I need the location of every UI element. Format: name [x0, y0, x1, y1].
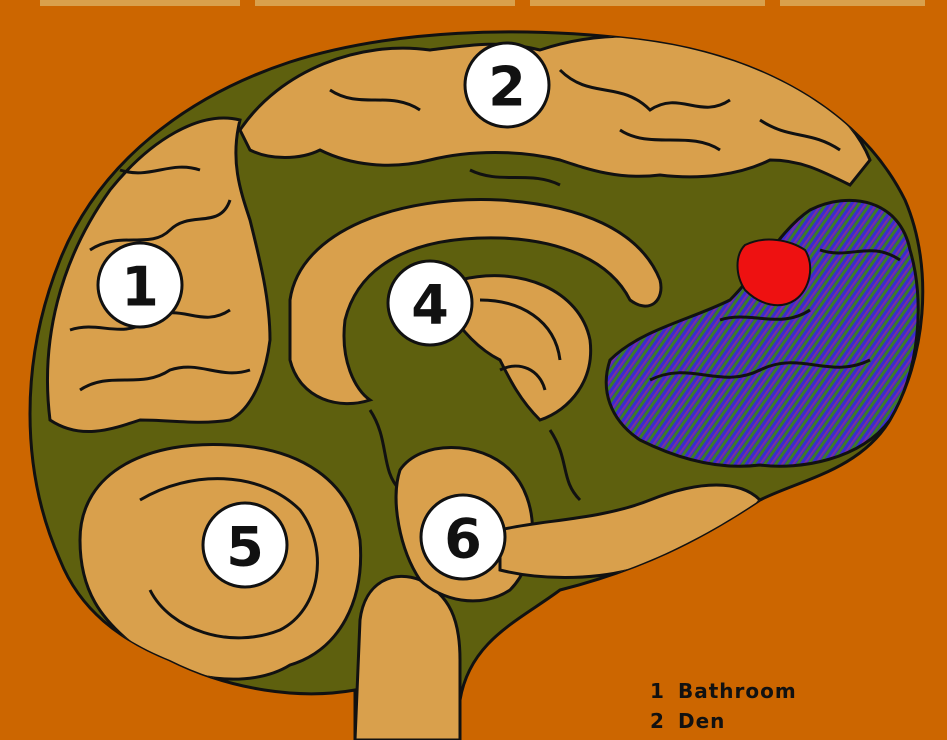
legend-item: 1 Bathroom [650, 676, 797, 706]
corpus-callosum [288, 198, 663, 406]
region-marker-5: 5 [201, 501, 289, 589]
legend-item: 2 Den [650, 706, 797, 736]
highlight-red-area [736, 238, 812, 307]
legend-number: 2 [650, 709, 665, 733]
legend-number: 1 [650, 679, 665, 703]
svg-text:1: 1 [121, 256, 159, 319]
top-strip [780, 0, 925, 6]
top-strip [530, 0, 765, 6]
top-strip [255, 0, 515, 6]
brainstem [353, 574, 462, 740]
occipital-striped-region [604, 198, 920, 468]
svg-text:5: 5 [226, 516, 264, 579]
svg-text:6: 6 [444, 508, 482, 571]
legend-text: Den [678, 709, 726, 733]
region-marker-1: 1 [96, 241, 184, 329]
svg-text:4: 4 [411, 274, 449, 337]
region-marker-4: 4 [386, 259, 474, 347]
legend-text: Bathroom [678, 679, 797, 703]
svg-text:2: 2 [488, 56, 526, 119]
region-marker-2: 2 [463, 41, 551, 129]
cortex-gyri-top [238, 34, 872, 187]
legend: 1 Bathroom 2 Den [650, 676, 797, 736]
region-marker-6: 6 [419, 493, 507, 581]
thalamus-area [448, 274, 593, 422]
top-strip [40, 0, 240, 6]
